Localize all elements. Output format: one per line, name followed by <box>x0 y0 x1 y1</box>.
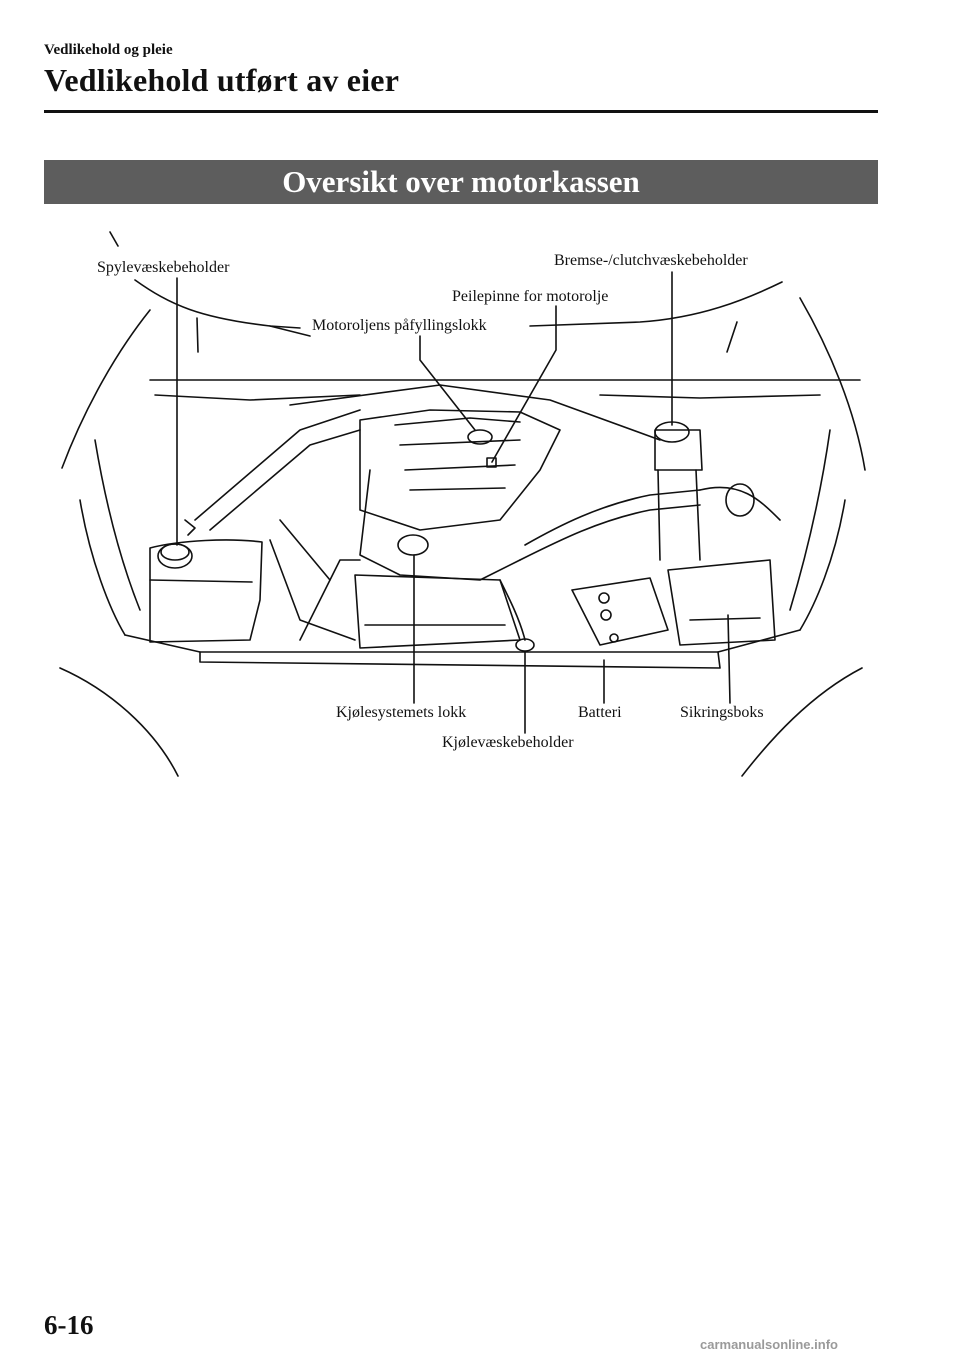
page-title: Vedlikehold utført av eier <box>44 62 400 98</box>
label-cooling-cap: Kjølesystemets lokk <box>334 704 469 721</box>
watermark: carmanualsonline.info <box>700 1337 838 1352</box>
label-battery: Batteri <box>576 704 624 721</box>
fender-left <box>59 667 179 777</box>
leader-dipstick <box>491 305 557 463</box>
air-box-shape <box>354 574 521 649</box>
oil-filler-cap <box>467 429 493 445</box>
washer-reservoir-shape <box>149 539 263 643</box>
section-label: Vedlikehold og pleie <box>44 42 173 58</box>
dipstick-handle <box>486 457 497 468</box>
cooling-cap <box>397 534 429 556</box>
label-brake-clutch-reservoir: Bremse-/clutchvæskebeholder <box>552 252 750 269</box>
banner-title: Oversikt over motorkassen <box>282 164 640 199</box>
title-rule <box>44 110 878 113</box>
label-fuse-box: Sikringsboks <box>678 704 766 721</box>
leader-oil-underline <box>269 325 311 337</box>
label-coolant-reservoir: Kjølevæskebeholder <box>440 734 576 751</box>
label-dipstick: Peilepinne for motorolje <box>450 288 611 305</box>
hood-outline <box>134 279 301 329</box>
leader-oil-filler <box>419 335 476 431</box>
section-banner: Oversikt over motorkassen <box>44 160 878 204</box>
label-washer-reservoir: Spylevæskebeholder <box>95 259 232 276</box>
fender-right <box>741 667 863 777</box>
engine-bay-illustration <box>59 231 866 777</box>
label-oil-filler-cap: Motoroljens påfyllingslokk <box>310 317 489 334</box>
page-number: 6-16 <box>44 1310 94 1340</box>
engine-head <box>359 409 561 531</box>
fuse-box-shape <box>667 559 776 646</box>
brake-reservoir-shape <box>654 429 703 471</box>
leader-fuse-box <box>727 614 731 704</box>
battery-shape <box>571 577 669 646</box>
